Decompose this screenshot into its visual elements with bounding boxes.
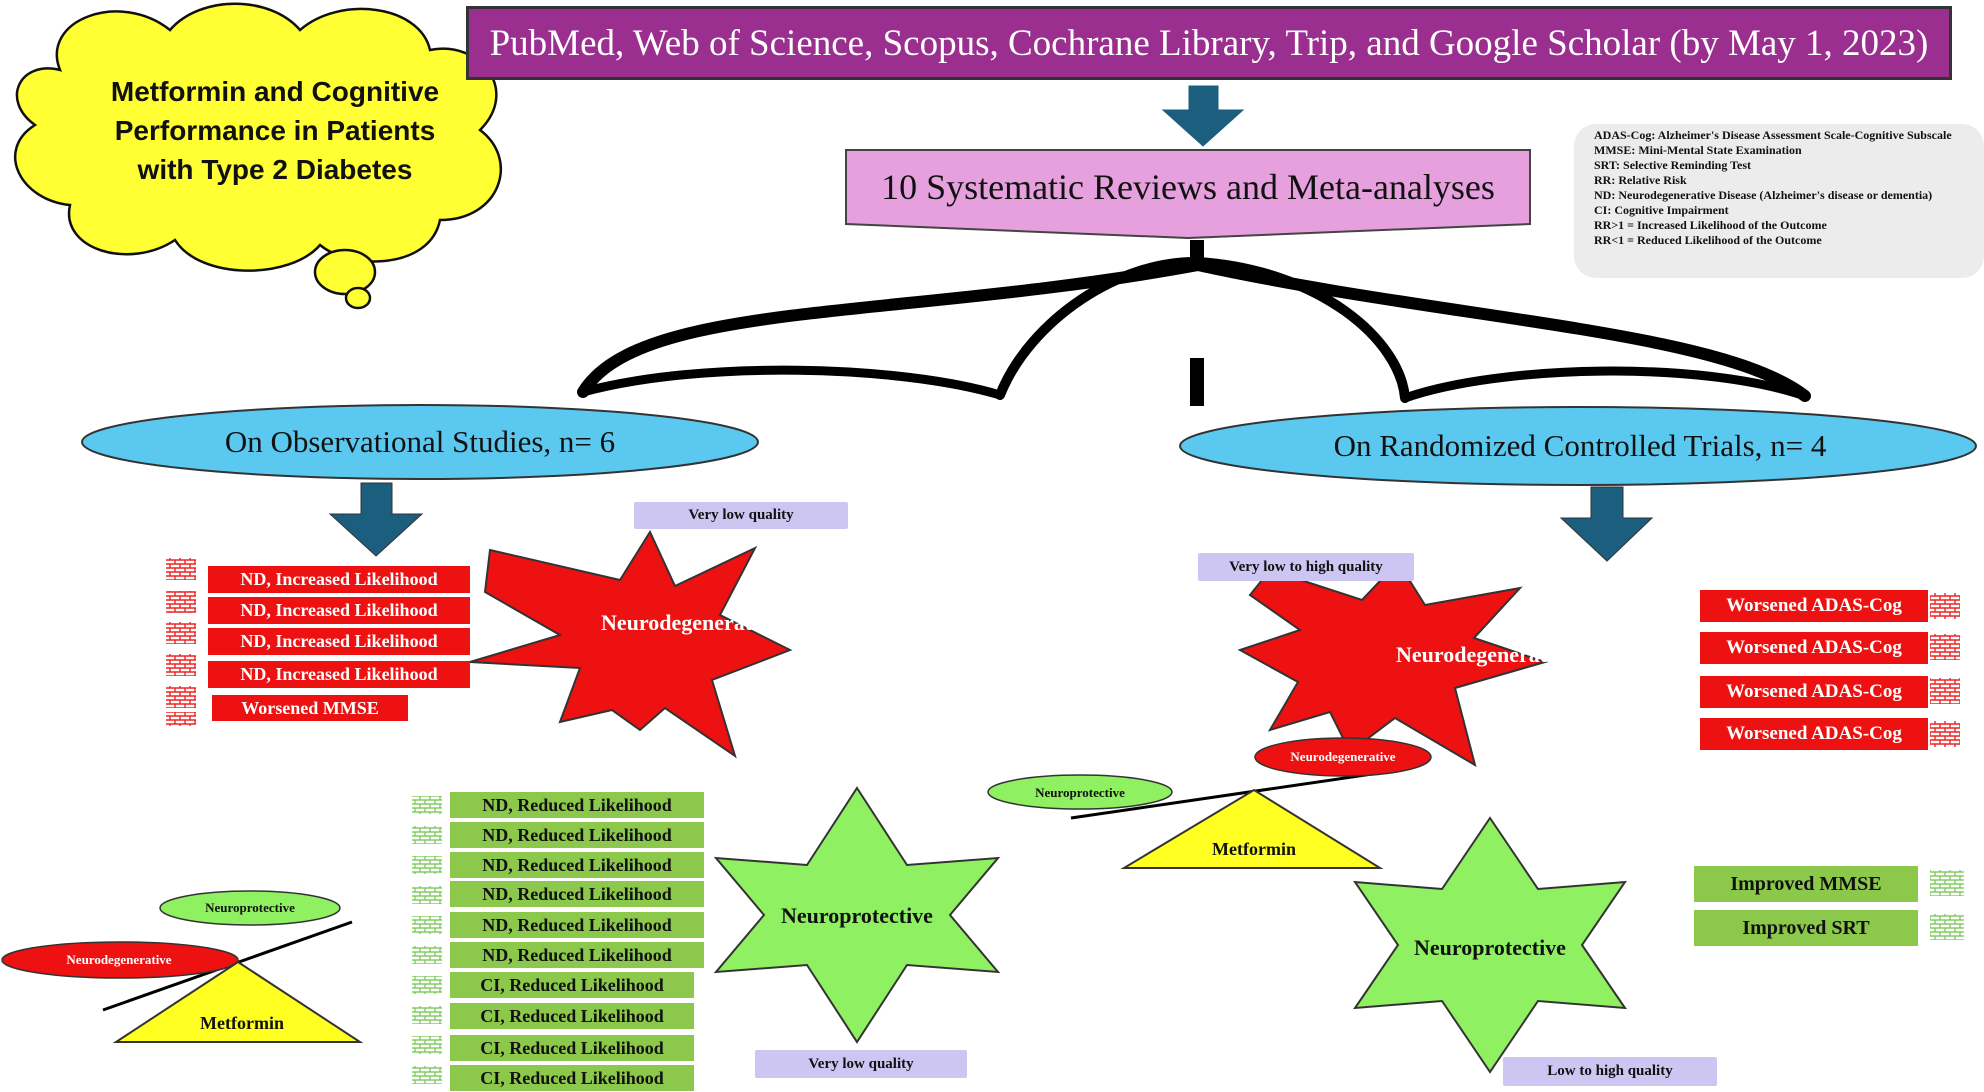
- quality-tag-obs-positive: Very low quality: [755, 1050, 967, 1078]
- rct-balance-down-label: Neuroprotective: [1035, 785, 1125, 800]
- rct-negative-item: Worsened ADAS-Cog: [1700, 590, 1928, 622]
- brick-icons-left-green: [412, 796, 442, 1084]
- balance-right: [987, 737, 1432, 869]
- legend-item: ND: Neurodegenerative Disease (Alzheimer…: [1594, 188, 1933, 202]
- legend-item: RR<1 = Reduced Likelihood of the Outcome: [1594, 233, 1822, 247]
- obs-negative-item: ND, Increased Likelihood: [208, 597, 470, 624]
- quality-tag-obs-negative: Very low quality: [634, 502, 848, 529]
- rct-positive-item: Improved MMSE: [1694, 866, 1918, 902]
- obs-negative-item: Worsened MMSE: [212, 695, 408, 721]
- down-arrow-right: [1559, 486, 1654, 562]
- obs-balance-down-label: Neurodegenerative: [66, 952, 172, 967]
- obs-positive-item: ND, Reduced Likelihood: [450, 881, 704, 907]
- branch-connectors: [577, 240, 1811, 406]
- rct-negative-item: Worsened ADAS-Cog: [1700, 632, 1928, 664]
- neurodegenerative-burst-left: [469, 529, 793, 759]
- cloud-shape: [14, 2, 503, 310]
- legend-item: SRT: Selective Reminding Test: [1594, 158, 1752, 172]
- obs-balance-up-label: Neuroprotective: [205, 900, 295, 915]
- down-arrow-1: [1161, 85, 1245, 147]
- down-arrow-left: [328, 482, 424, 557]
- abbreviations-legend: ADAS-Cog: Alzheimer's Disease Assessment…: [1574, 124, 1984, 278]
- cloud-title: Metformin and Cognitive Performance in P…: [110, 75, 440, 185]
- obs-negative-item: ND, Increased Likelihood: [208, 661, 470, 688]
- rct-negative-item: Worsened ADAS-Cog: [1700, 718, 1928, 750]
- obs-positive-item: ND, Reduced Likelihood: [450, 792, 704, 818]
- legend-item: CI: Cognitive Impairment: [1594, 203, 1729, 217]
- obs-fulcrum-label: Metformin: [200, 1012, 284, 1033]
- rct-fulcrum-label: Metformin: [1212, 838, 1296, 859]
- obs-negative-item: ND, Increased Likelihood: [208, 566, 470, 593]
- quality-tag-rct-negative: Very low to high quality: [1198, 553, 1414, 581]
- rct-negative-label: Neurodegenerative: [1396, 642, 1574, 667]
- legend-item: RR>1 = Increased Likelihood of the Outco…: [1594, 218, 1827, 232]
- rct-negative-item: Worsened ADAS-Cog: [1700, 676, 1928, 708]
- rct-label: On Randomized Controlled Trials, n= 4: [1333, 428, 1827, 463]
- legend-item: ADAS-Cog: Alzheimer's Disease Assessment…: [1594, 128, 1952, 142]
- observational-label: On Observational Studies, n= 6: [224, 424, 616, 459]
- reviews-label: 10 Systematic Reviews and Meta-analyses: [881, 167, 1495, 207]
- neuroprotective-star-left: [713, 786, 1001, 1044]
- observational-oval: [81, 404, 759, 480]
- balance-left: [1, 890, 364, 1043]
- obs-positive-item: CI, Reduced Likelihood: [450, 1035, 694, 1061]
- obs-positive-item: ND, Reduced Likelihood: [450, 822, 704, 848]
- brick-icons-right-red: [1930, 593, 1960, 747]
- obs-positive-item: ND, Reduced Likelihood: [450, 912, 704, 938]
- obs-positive-item: CI, Reduced Likelihood: [450, 972, 694, 998]
- brick-icons-left-red: [166, 558, 196, 726]
- databases-box: PubMed, Web of Science, Scopus, Cochrane…: [466, 6, 1952, 80]
- reviews-box: [845, 149, 1531, 240]
- rct-balance-up-label: Neurodegenerative: [1290, 749, 1396, 764]
- legend-item: RR: Relative Risk: [1594, 173, 1687, 187]
- obs-positive-item: CI, Reduced Likelihood: [450, 1003, 694, 1029]
- neurodegenerative-burst-right: [1237, 560, 1549, 768]
- obs-positive-item: ND, Reduced Likelihood: [450, 852, 704, 878]
- brick-icons-right-green: [1930, 870, 1964, 940]
- obs-negative-item: ND, Increased Likelihood: [208, 628, 470, 655]
- rct-positive-item: Improved SRT: [1694, 910, 1918, 946]
- rct-oval: [1179, 406, 1977, 486]
- neuroprotective-star-right: [1352, 816, 1628, 1074]
- obs-positive-item: CI, Reduced Likelihood: [450, 1065, 694, 1091]
- legend-item: MMSE: Mini-Mental State Examination: [1594, 143, 1802, 157]
- quality-tag-rct-positive: Low to high quality: [1503, 1057, 1717, 1086]
- obs-negative-label: Neurodegenerative: [601, 610, 779, 635]
- obs-positive-label: Neuroprotective: [781, 903, 933, 928]
- obs-positive-item: ND, Reduced Likelihood: [450, 942, 704, 968]
- rct-positive-label: Neuroprotective: [1414, 935, 1566, 960]
